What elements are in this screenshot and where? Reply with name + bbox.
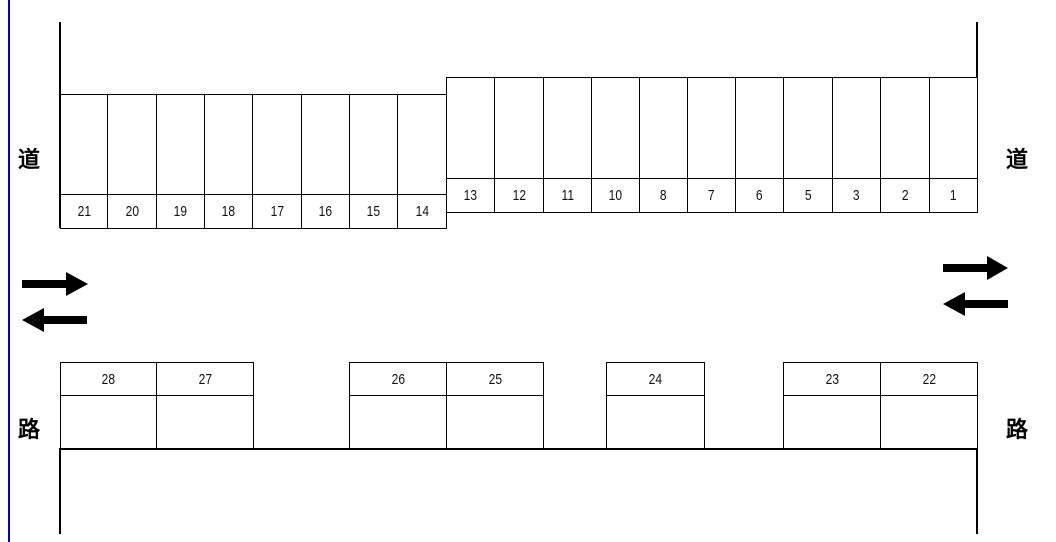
parking-stall: [156, 94, 205, 195]
parking-space-label: 3: [832, 178, 881, 213]
space-number: 24: [648, 370, 663, 388]
arrow-left-icon: [943, 292, 1008, 316]
parking-stall: [349, 94, 398, 195]
space-number: 28: [101, 370, 116, 388]
parking-space-label: 22: [880, 362, 978, 396]
parking-stall: [880, 395, 978, 450]
parking-space-label: 25: [446, 362, 544, 396]
parking-stall: [591, 77, 640, 179]
space-number: 1: [950, 187, 957, 204]
road-label-left-bottom: 路: [18, 418, 41, 443]
parking-stall: [252, 94, 302, 195]
parking-space-label: 13: [446, 178, 495, 213]
parking-space-label: 5: [783, 178, 833, 213]
parking-stall: [783, 77, 833, 179]
space-number: 14: [415, 203, 429, 220]
parking-space-label: 23: [783, 362, 881, 396]
parking-space-label: 18: [204, 194, 253, 229]
arrow-right-icon: [943, 256, 1008, 280]
parking-space-label: 24: [606, 362, 705, 396]
parking-stall: [349, 395, 447, 450]
space-number: 17: [270, 203, 284, 220]
lot-boundary-left-bottom: [59, 448, 61, 534]
space-number: 11: [561, 187, 574, 204]
space-number: 19: [173, 203, 188, 220]
lot-boundary-right-bottom: [976, 448, 978, 534]
space-number: 7: [708, 187, 715, 204]
space-number: 25: [488, 370, 502, 388]
space-number: 22: [922, 370, 936, 388]
parking-space-label: 17: [252, 194, 302, 229]
space-number: 13: [463, 187, 478, 204]
parking-space-label: 12: [494, 178, 544, 213]
parking-stall: [204, 94, 253, 195]
lot-boundary-left-top: [59, 22, 61, 228]
road-label-right-top: 道: [1006, 148, 1029, 173]
parking-space-label: 27: [156, 362, 254, 396]
parking-space-label: 8: [639, 178, 688, 213]
road-label-right-bottom: 路: [1006, 418, 1029, 443]
parking-space-label: 20: [107, 194, 157, 229]
parking-space-label: 6: [735, 178, 784, 213]
parking-stall: [832, 77, 881, 179]
space-number: 10: [608, 187, 623, 204]
space-number: 20: [125, 203, 139, 220]
space-number: 8: [660, 187, 667, 204]
parking-space-label: 19: [156, 194, 205, 229]
parking-space-label: 21: [60, 194, 108, 229]
space-number: 16: [318, 203, 333, 220]
parking-space-label: 7: [687, 178, 736, 213]
space-number: 15: [366, 203, 381, 220]
margin-line: [8, 0, 10, 542]
arrow-right-icon: [22, 272, 88, 296]
lot-boundary-bottom-line: [59, 448, 978, 450]
parking-space-label: 2: [880, 178, 930, 213]
parking-space-label: 15: [349, 194, 398, 229]
space-number: 3: [853, 187, 860, 204]
space-number: 26: [391, 370, 405, 388]
space-number: 12: [512, 187, 526, 204]
space-number: 21: [77, 203, 91, 220]
parking-space-label: 10: [591, 178, 640, 213]
parking-stall: [606, 395, 705, 450]
parking-stall: [639, 77, 688, 179]
parking-space-label: 14: [397, 194, 447, 229]
parking-stall: [301, 94, 350, 195]
space-number: 23: [825, 370, 839, 388]
parking-stall: [446, 77, 495, 179]
parking-stall: [60, 94, 108, 195]
parking-stall: [929, 77, 978, 179]
parking-stall: [735, 77, 784, 179]
parking-space-label: 28: [60, 362, 157, 396]
parking-stall: [397, 94, 447, 195]
traffic-arrows-left: [22, 272, 88, 332]
parking-stall: [783, 395, 881, 450]
parking-space-label: 1: [929, 178, 978, 213]
parking-stall: [543, 77, 592, 179]
space-number: 5: [804, 187, 812, 204]
parking-space-label: 11: [543, 178, 592, 213]
parking-stall: [156, 395, 254, 450]
space-number: 6: [756, 187, 763, 204]
road-label-left-top: 道: [18, 148, 41, 173]
parking-stall: [446, 395, 544, 450]
parking-stall: [60, 395, 157, 450]
space-number: 2: [901, 187, 909, 204]
parking-space-label: 26: [349, 362, 447, 396]
arrow-left-icon: [22, 308, 87, 332]
traffic-arrows-right: [943, 256, 1008, 316]
parking-stall: [494, 77, 544, 179]
parking-stall: [880, 77, 930, 179]
parking-stall: [107, 94, 157, 195]
space-number: 18: [221, 203, 236, 220]
parking-space-label: 16: [301, 194, 350, 229]
space-number: 27: [198, 370, 212, 388]
parking-stall: [687, 77, 736, 179]
